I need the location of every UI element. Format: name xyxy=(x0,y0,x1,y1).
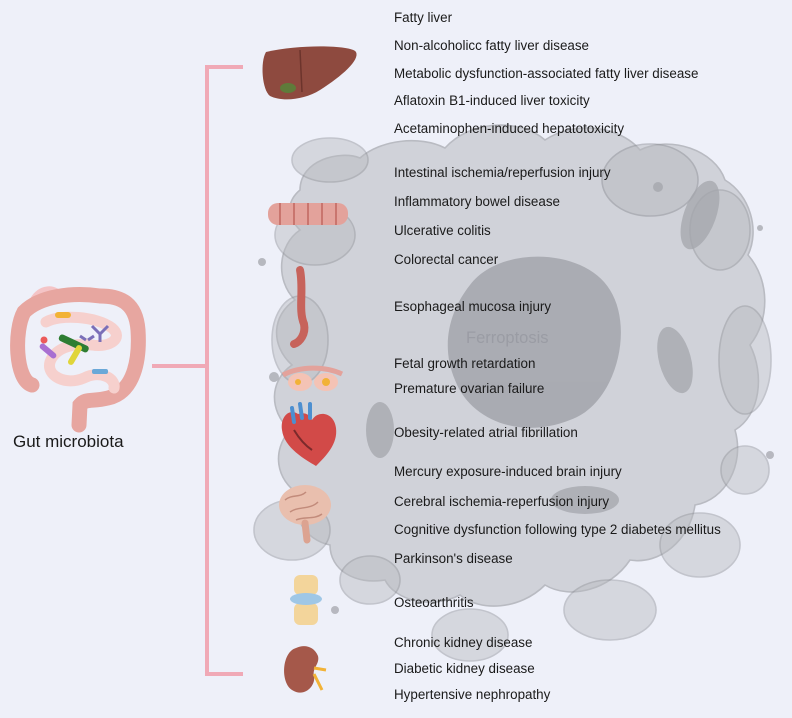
bracket-connector xyxy=(152,65,243,676)
vesicle xyxy=(331,606,339,614)
intestine-icon xyxy=(268,203,348,225)
cell-bleb xyxy=(339,555,401,605)
disease-label: Intestinal ischemia/reperfusion injury xyxy=(394,165,611,180)
cell-bleb xyxy=(720,445,770,495)
vesicle xyxy=(269,372,279,382)
bacterium xyxy=(90,324,110,342)
mitochondrion xyxy=(551,486,619,514)
large-intestine xyxy=(10,287,146,433)
vesicle xyxy=(653,182,663,192)
disease-label: Colorectal cancer xyxy=(394,252,499,267)
joint-icon xyxy=(290,575,322,625)
bacterium xyxy=(68,345,82,365)
source-label: Gut microbiota xyxy=(13,432,124,451)
brain-icon xyxy=(279,485,331,544)
disease-label: Cognitive dysfunction following type 2 d… xyxy=(394,522,721,537)
cell-bleb xyxy=(431,608,509,662)
disease-label: Diabetic kidney disease xyxy=(394,661,535,676)
disease-label: Esophageal mucosa injury xyxy=(394,299,552,314)
disease-label: Chronic kidney disease xyxy=(394,635,533,650)
esophagus-icon xyxy=(290,266,309,348)
mitochondrion xyxy=(657,326,693,394)
heart-icon xyxy=(281,402,337,466)
cell-organelles xyxy=(258,180,774,614)
mitochondrion xyxy=(366,402,394,458)
disease-label: Fatty liver xyxy=(394,10,453,25)
disease-label: Aflatoxin B1-induced liver toxicity xyxy=(394,93,590,108)
cell-bleb xyxy=(563,579,657,641)
disease-label: Hypertensive nephropathy xyxy=(394,687,551,702)
cell-bleb xyxy=(718,305,772,415)
disease-label: Fetal growth retardation xyxy=(394,356,536,371)
cell-bleb xyxy=(659,512,741,578)
bacterium xyxy=(39,343,57,359)
bacterium xyxy=(40,336,48,344)
bacterium xyxy=(55,312,71,318)
disease-label: Parkinson's disease xyxy=(394,551,513,566)
vesicle xyxy=(258,258,266,266)
disease-label: Acetaminophen-induced hepatotoxicity xyxy=(394,121,625,136)
disease-label: Mercury exposure-induced brain injury xyxy=(394,464,622,479)
mitochondrion xyxy=(680,180,720,250)
ovary-icon xyxy=(281,365,344,391)
intestine-microbiota-illustration xyxy=(10,286,146,433)
disease-label: Premature ovarian failure xyxy=(394,381,545,396)
disease-label: Non-alcoholicc fatty liver disease xyxy=(394,38,589,53)
vesicle xyxy=(766,451,774,459)
disease-label: Inflammatory bowel disease xyxy=(394,194,560,209)
disease-label: Metabolic dysfunction-associated fatty l… xyxy=(394,66,699,81)
cell-bleb xyxy=(291,137,369,183)
disease-label: Ulcerative colitis xyxy=(394,223,491,238)
kidney-icon xyxy=(284,646,327,693)
bacterium xyxy=(92,369,108,374)
vesicle xyxy=(757,225,763,231)
disease-label: Osteoarthritis xyxy=(394,595,474,610)
nucleus xyxy=(447,256,621,428)
small-intestine xyxy=(40,311,122,394)
center-label: Ferroptosis xyxy=(466,329,549,347)
cell-bleb xyxy=(601,143,699,217)
disease-label: Obesity-related atrial fibrillation xyxy=(394,425,578,440)
liver-icon xyxy=(262,46,357,100)
disease-label: Cerebral ischemia-reperfusion injury xyxy=(394,494,610,509)
bacterium xyxy=(79,334,95,342)
